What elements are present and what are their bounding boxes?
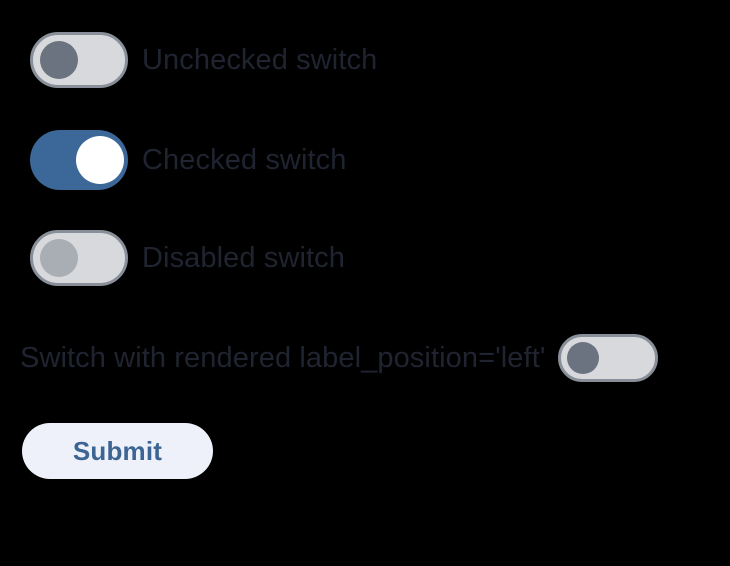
switch-unchecked[interactable] xyxy=(30,32,128,88)
switch-label-left-position: Switch with rendered label_position='lef… xyxy=(20,341,546,374)
switch-row-unchecked: Unchecked switch xyxy=(30,32,377,88)
switch-knob-icon xyxy=(40,239,78,277)
switch-row-label-left: Switch with rendered label_position='lef… xyxy=(20,334,700,382)
switch-label-checked: Checked switch xyxy=(142,143,347,176)
switch-knob-icon xyxy=(566,342,599,374)
switch-row-disabled: Disabled switch xyxy=(30,230,345,286)
switch-row-checked: Checked switch xyxy=(30,130,347,190)
switch-knob-icon xyxy=(76,136,124,184)
switch-label-left[interactable] xyxy=(557,334,658,382)
switch-checked[interactable] xyxy=(30,130,128,190)
submit-button[interactable]: Submit xyxy=(22,423,213,479)
switch-label-disabled: Disabled switch xyxy=(142,241,345,274)
switch-disabled xyxy=(30,230,128,286)
switch-knob-icon xyxy=(40,41,78,79)
switch-label-unchecked: Unchecked switch xyxy=(142,43,378,76)
